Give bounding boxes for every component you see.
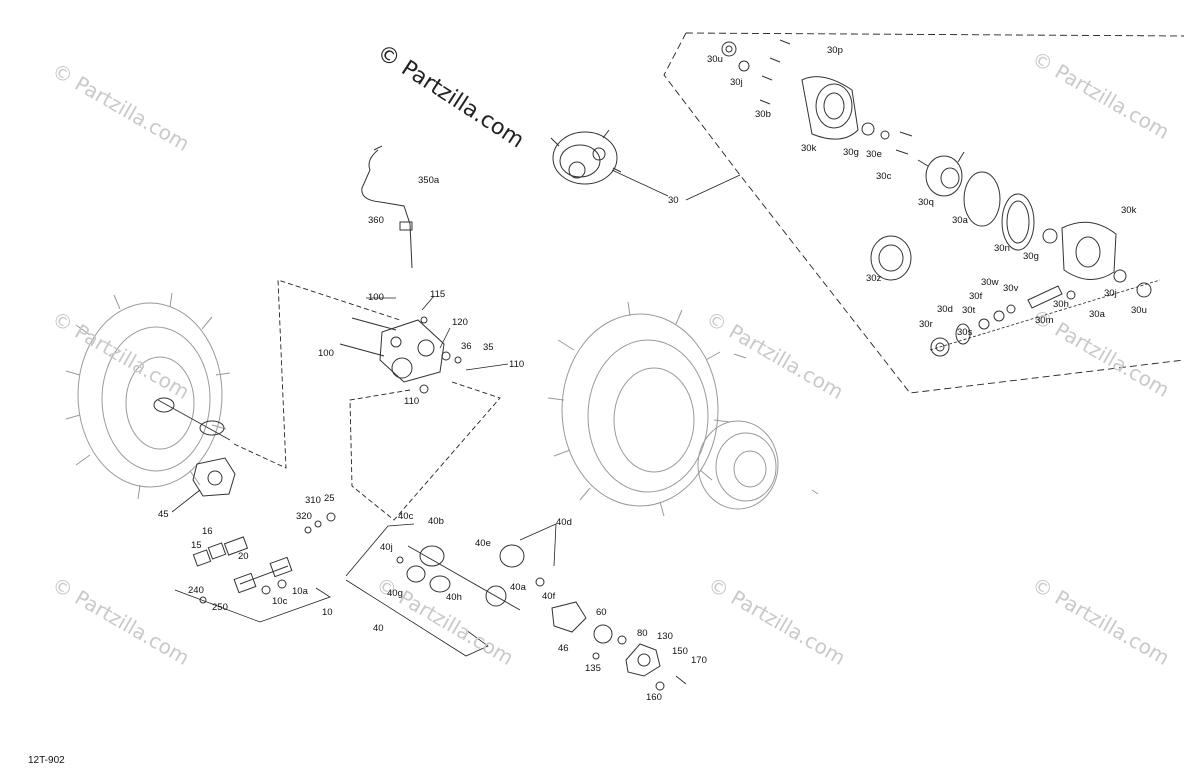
callout-10c: 10c bbox=[272, 596, 288, 607]
pinion-shaft-parts bbox=[930, 269, 1152, 357]
diff-housing-half-left bbox=[801, 76, 859, 140]
callout-10: 10 bbox=[322, 607, 333, 618]
callout-40f: 40f bbox=[542, 591, 556, 602]
hub-parts bbox=[551, 601, 687, 691]
callout-30a: 30a bbox=[952, 215, 968, 226]
callout-250: 250 bbox=[212, 602, 228, 613]
callout-40: 40 bbox=[373, 623, 384, 634]
callout-30d: 30d bbox=[937, 304, 953, 315]
callout-60: 60 bbox=[596, 607, 607, 618]
callout-30p: 30p bbox=[827, 45, 843, 56]
diff-bearing bbox=[1042, 228, 1058, 244]
callout-135: 135 bbox=[585, 663, 601, 674]
callout-30h: 30h bbox=[1053, 299, 1069, 310]
callout-30g: 30g bbox=[843, 147, 859, 158]
front-gearbox bbox=[379, 319, 445, 383]
callout-30m: 30m bbox=[1035, 315, 1054, 326]
callout-150: 150 bbox=[672, 646, 688, 657]
callout-240: 240 bbox=[188, 585, 204, 596]
diff-small-parts-top bbox=[721, 39, 913, 155]
callout-30k: 30k bbox=[1121, 205, 1137, 216]
callout-30u: 30u bbox=[1131, 305, 1147, 316]
drive-shaft-parts bbox=[396, 544, 545, 611]
callout-40b: 40b bbox=[428, 516, 444, 527]
callout-45: 45 bbox=[158, 509, 169, 520]
callout-30b: 30b bbox=[755, 109, 771, 120]
callout-30q: 30q bbox=[918, 197, 934, 208]
callout-30a: 30a bbox=[1089, 309, 1105, 320]
callout-110: 110 bbox=[509, 359, 525, 370]
left-tire bbox=[65, 292, 231, 500]
valve-stem-icon bbox=[733, 353, 819, 495]
diff-housing-half-right bbox=[1061, 221, 1117, 280]
callout-36: 36 bbox=[461, 341, 472, 352]
right-tire bbox=[547, 301, 731, 517]
callout-40d: 40d bbox=[556, 517, 572, 528]
callout-30c: 30c bbox=[876, 171, 892, 182]
callout-40c: 40c bbox=[398, 511, 414, 522]
callout-40a: 40a bbox=[510, 582, 526, 593]
callout-350a: 350a bbox=[418, 175, 440, 186]
drawing-code: 12T-902 bbox=[28, 755, 65, 766]
callout-30: 30 bbox=[668, 195, 679, 206]
callout-16: 16 bbox=[202, 526, 213, 537]
left-halfshaft-stub bbox=[153, 397, 231, 441]
right-rim bbox=[697, 420, 779, 510]
callout-30g: 30g bbox=[1023, 251, 1039, 262]
callout-46: 46 bbox=[558, 643, 569, 654]
callout-30u: 30u bbox=[707, 54, 723, 65]
callout-160: 160 bbox=[646, 692, 662, 703]
callout-40j: 40j bbox=[380, 542, 393, 553]
callout-30e: 30e bbox=[866, 149, 882, 160]
callout-40g: 40g bbox=[387, 588, 403, 599]
diff-pump-unit bbox=[870, 235, 912, 281]
callout-30v: 30v bbox=[1003, 283, 1019, 294]
callout-320: 320 bbox=[296, 511, 312, 522]
callout-25: 25 bbox=[324, 493, 335, 504]
callout-30r: 30r bbox=[919, 319, 933, 330]
callout-170: 170 bbox=[691, 655, 707, 666]
ring-gear bbox=[1001, 193, 1035, 251]
callout-30f: 30f bbox=[969, 291, 983, 302]
callout-110: 110 bbox=[404, 396, 420, 407]
callout-40e: 40e bbox=[475, 538, 491, 549]
callout-100: 100 bbox=[368, 292, 384, 303]
callout-35: 35 bbox=[483, 342, 494, 353]
callout-30j: 30j bbox=[730, 77, 743, 88]
callout-30n: 30n bbox=[994, 243, 1010, 254]
callout-30j: 30j bbox=[1104, 288, 1117, 299]
differential-housing bbox=[550, 129, 622, 185]
callout-30t: 30t bbox=[962, 305, 976, 316]
breather-hose bbox=[361, 149, 413, 269]
callout-120: 120 bbox=[452, 317, 468, 328]
pinion-axis-line bbox=[929, 279, 1161, 351]
diff-o-ring bbox=[963, 171, 1001, 227]
callout-115: 115 bbox=[430, 289, 446, 300]
callout-30s: 30s bbox=[957, 327, 973, 338]
callout-80: 80 bbox=[637, 628, 648, 639]
callout-40h: 40h bbox=[446, 592, 462, 603]
differential-group-boundary bbox=[663, 32, 1185, 394]
callout-100: 100 bbox=[318, 348, 334, 359]
prop-shaft-parts bbox=[192, 536, 293, 604]
callout-30z: 30z bbox=[866, 273, 882, 284]
callout-20: 20 bbox=[238, 551, 249, 562]
callout-30k: 30k bbox=[801, 143, 817, 154]
callout-30w: 30w bbox=[981, 277, 999, 288]
callout-10a: 10a bbox=[292, 586, 308, 597]
left-knuckle bbox=[192, 457, 236, 497]
callout-360: 360 bbox=[368, 215, 384, 226]
callout-310: 310 bbox=[305, 495, 321, 506]
callout-130: 130 bbox=[657, 631, 673, 642]
callout-15: 15 bbox=[191, 540, 202, 551]
diff-carrier bbox=[917, 151, 965, 197]
